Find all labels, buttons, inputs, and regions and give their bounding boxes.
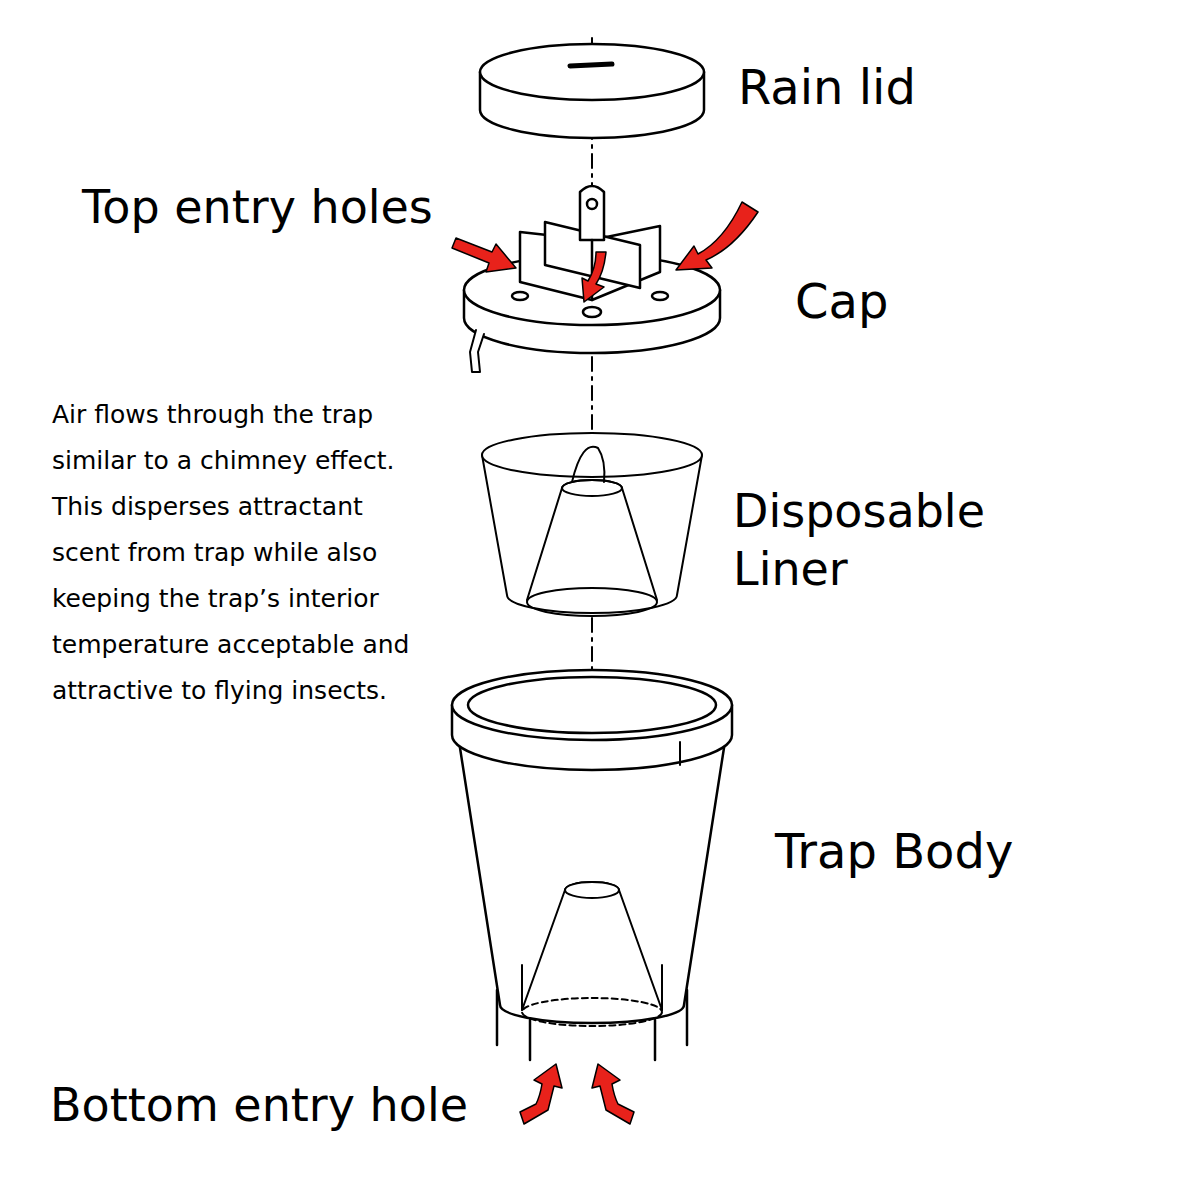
part-label: Rain lid bbox=[738, 58, 916, 116]
part-label: Top entry holes bbox=[82, 180, 433, 235]
part-label: Bottom entry hole bbox=[50, 1078, 468, 1133]
cap bbox=[464, 186, 720, 372]
trap-body bbox=[452, 670, 732, 1060]
rain-lid bbox=[480, 44, 704, 138]
disposable-liner bbox=[482, 433, 702, 616]
part-label: Disposable Liner bbox=[733, 482, 1033, 598]
airflow-arrows bbox=[452, 202, 758, 1124]
part-label: Cap bbox=[795, 272, 888, 330]
part-label: Trap Body bbox=[775, 822, 1013, 880]
note-text: Air flows through the trap similar to a … bbox=[52, 392, 430, 714]
